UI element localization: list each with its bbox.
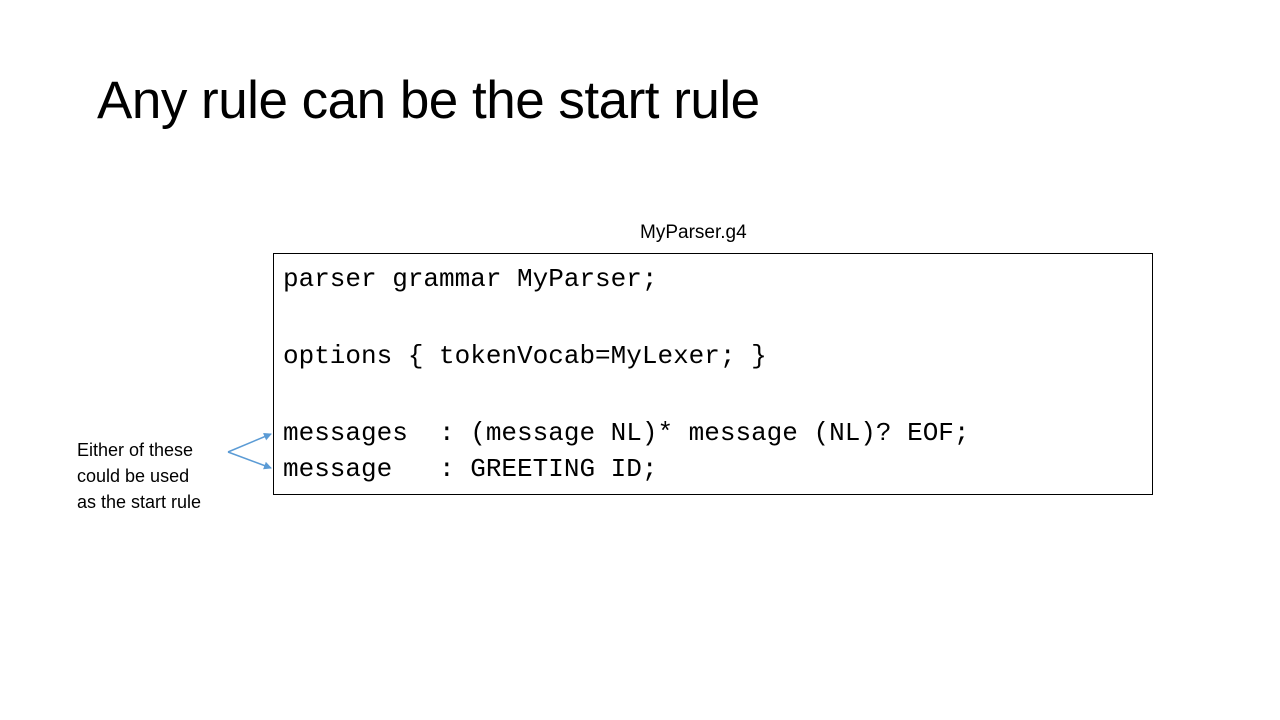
note-line-3: as the start rule [77, 492, 202, 512]
grammar-code-box: parser grammar MyParser; options { token… [273, 253, 1153, 495]
code-line-parser-grammar: parser grammar MyParser; [283, 264, 658, 294]
code-line-messages-rule: messages : (message NL)* message (NL)? E… [283, 418, 970, 448]
code-line-message-rule: message : GREETING ID; [283, 454, 658, 484]
note-line-1: Either of these [77, 440, 194, 460]
note-line-2: could be used [77, 466, 190, 486]
code-line-options: options { tokenVocab=MyLexer; } [283, 341, 767, 371]
file-name-label: MyParser.g4 [640, 222, 747, 243]
start-rule-note: Either of these could be used as the sta… [77, 437, 247, 515]
slide-title: Any rule can be the start rule [97, 71, 760, 130]
